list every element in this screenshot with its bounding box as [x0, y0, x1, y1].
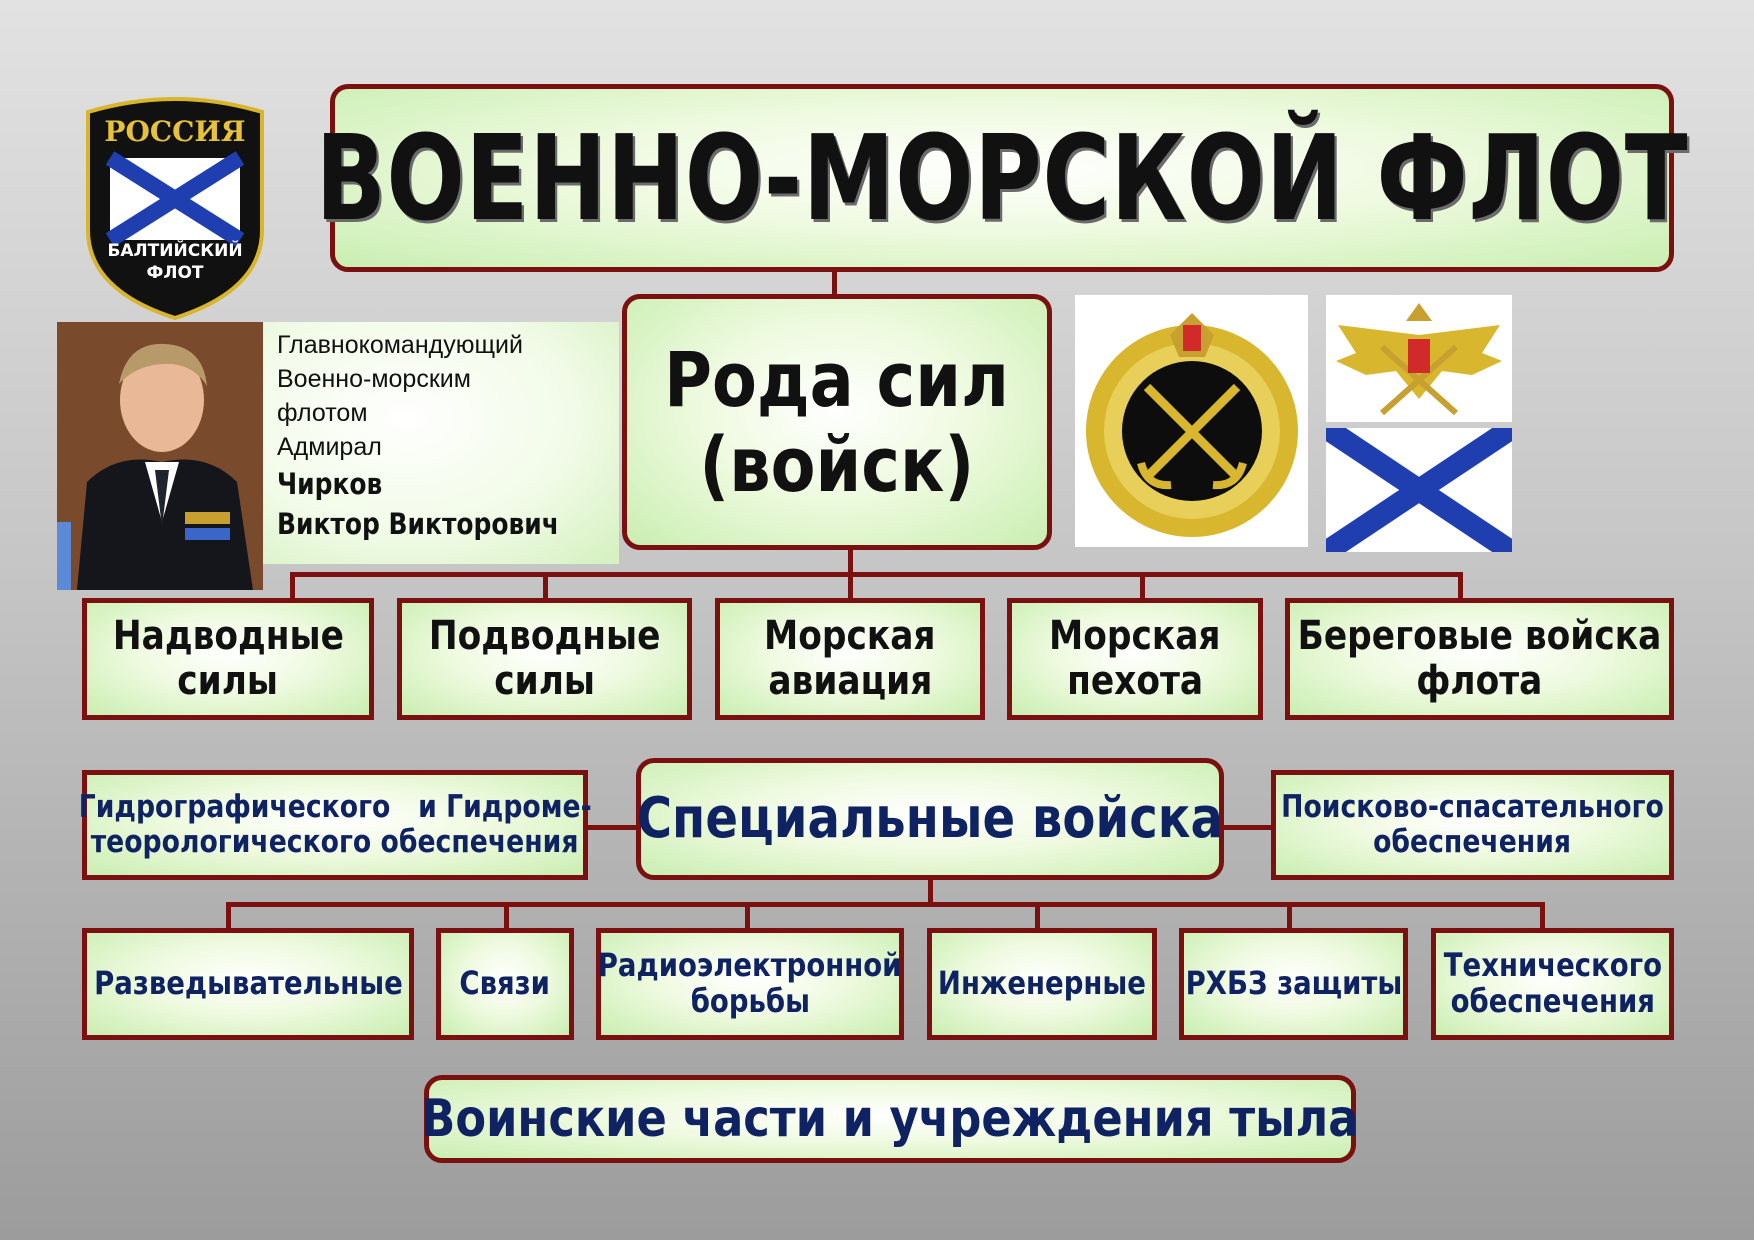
st-andrew-flag-icon	[1319, 418, 1519, 562]
special-nbc-protection: РХБЗ защиты	[1179, 928, 1408, 1040]
special-engineering: Инженерные	[927, 928, 1157, 1040]
commander-title-1: Главнокомандующий	[277, 331, 523, 359]
eagle-emblem	[1326, 295, 1512, 422]
naval-emblem	[1075, 295, 1308, 547]
badge-bottom-text-2: ФЛОТ	[146, 263, 204, 283]
rear-services-box: Воинские части и учреждения тыла	[421, 1075, 1359, 1163]
branch-submarine-forces: Подводные силы	[397, 598, 692, 720]
commander-info: Главнокомандующий Военно-морским флотом …	[263, 322, 619, 564]
branches-header-line2: (войск)	[699, 420, 975, 509]
commander-title-3: флотом	[277, 399, 368, 427]
badge-top-text: РОССИЯ	[104, 115, 246, 148]
rear-services-title: Воинские части и учреждения тыла	[421, 1088, 1359, 1149]
special-hydrographic: Гидрографического и Гидроме- теорологиче…	[79, 770, 591, 880]
branch-marines: Морская пехота	[1007, 598, 1263, 720]
special-reconnaissance: Разведывательные	[82, 928, 414, 1040]
branches-header-line1: Рода сил	[664, 334, 1010, 424]
special-search-rescue: Поисково-спасательного обеспечения	[1271, 770, 1674, 880]
commander-name: Виктор Викторович	[277, 507, 559, 541]
branches-header-box: Рода сил (войск)	[622, 294, 1052, 550]
special-troops-title: Специальные войска	[636, 785, 1224, 851]
baltic-fleet-badge: РОССИЯ БАЛТИЙСКИЙ ФЛОТ	[82, 90, 268, 321]
commander-title-2: Военно-морским	[277, 365, 471, 393]
page-title: ВОЕННО-МОРСКОЙ ФЛОТ	[315, 108, 1689, 247]
commander-portrait	[57, 322, 263, 590]
baltic-fleet-badge-icon	[86, 97, 264, 321]
special-signals: Связи	[436, 928, 574, 1040]
special-troops-header: Специальные войска	[636, 758, 1224, 880]
badge-bottom-text-1: БАЛТИЙСКИЙ	[107, 241, 243, 261]
title-box: ВОЕННО-МОРСКОЙ ФЛОТ	[316, 84, 1688, 272]
special-technical-support: Технического обеспечения	[1431, 928, 1674, 1040]
branch-naval-aviation: Морская авиация	[715, 598, 985, 720]
special-electronic-warfare: Радиоэлектронной борьбы	[596, 928, 904, 1040]
commander-photo-icon	[57, 322, 263, 590]
eagle-emblem-icon	[1336, 303, 1502, 416]
commander-surname: Чирков	[277, 467, 383, 501]
branch-surface-forces: Надводные силы	[82, 598, 374, 720]
st-andrew-flag	[1319, 418, 1519, 562]
anchor-emblem-icon	[1086, 313, 1298, 537]
branch-coastal-troops: Береговые войска флота	[1285, 598, 1674, 720]
commander-rank: Адмирал	[277, 433, 382, 461]
